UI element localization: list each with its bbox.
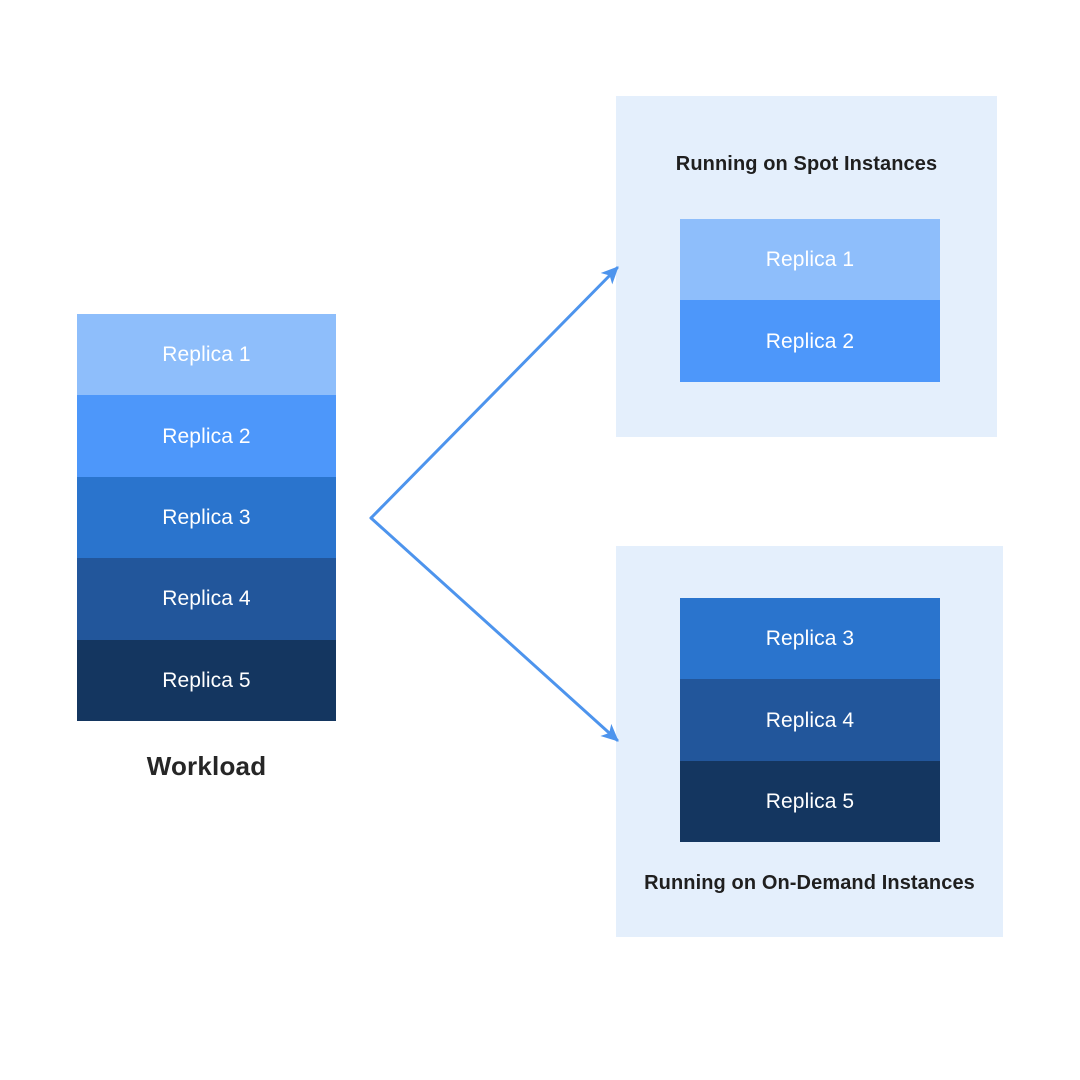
ondemand-replica-4-label: Replica 4: [765, 708, 855, 732]
ondemand-replica-stack: Replica 3 Replica 4 Replica 5: [680, 598, 940, 843]
spot-replica-2: Replica 2: [680, 300, 940, 382]
workload-replica-2-label: Replica 2: [162, 424, 251, 448]
workload-replica-5: Replica 5: [77, 639, 336, 721]
spot-replica-2-label: Replica 2: [765, 329, 855, 353]
arrow-to-ondemand-icon: [369, 516, 619, 742]
workload-replica-3: Replica 3: [77, 476, 336, 559]
ondemand-replica-5: Replica 5: [680, 760, 940, 843]
workload-replica-3-label: Replica 3: [162, 505, 251, 529]
workload-replica-5-label: Replica 5: [162, 668, 251, 692]
spot-replica-stack: Replica 1 Replica 2: [680, 219, 940, 382]
spot-panel-title: Running on Spot Instances: [675, 153, 938, 175]
workload-replica-2: Replica 2: [77, 395, 336, 477]
arrow-to-spot-icon: [369, 266, 619, 520]
workload-caption: Workload: [146, 751, 267, 781]
workload-stack: Replica 1 Replica 2 Replica 3 Replica 4 …: [77, 314, 336, 721]
spot-replica-1: Replica 1: [680, 219, 940, 301]
ondemand-instances-panel: Replica 3 Replica 4 Replica 5 Running on…: [616, 546, 1003, 937]
ondemand-replica-5-label: Replica 5: [765, 789, 855, 813]
workload-replica-4: Replica 4: [77, 558, 336, 640]
ondemand-replica-4: Replica 4: [680, 679, 940, 761]
spot-replica-1-label: Replica 1: [765, 248, 855, 272]
workload-replica-1: Replica 1: [77, 314, 336, 396]
spot-instances-panel: Running on Spot Instances Replica 1 Repl…: [616, 96, 997, 437]
ondemand-panel-title: Running on On-Demand Instances: [644, 872, 975, 894]
workload-replica-4-label: Replica 4: [162, 587, 251, 611]
workload-replica-1-label: Replica 1: [162, 343, 251, 367]
ondemand-replica-3: Replica 3: [680, 598, 940, 680]
ondemand-replica-3-label: Replica 3: [765, 627, 855, 651]
